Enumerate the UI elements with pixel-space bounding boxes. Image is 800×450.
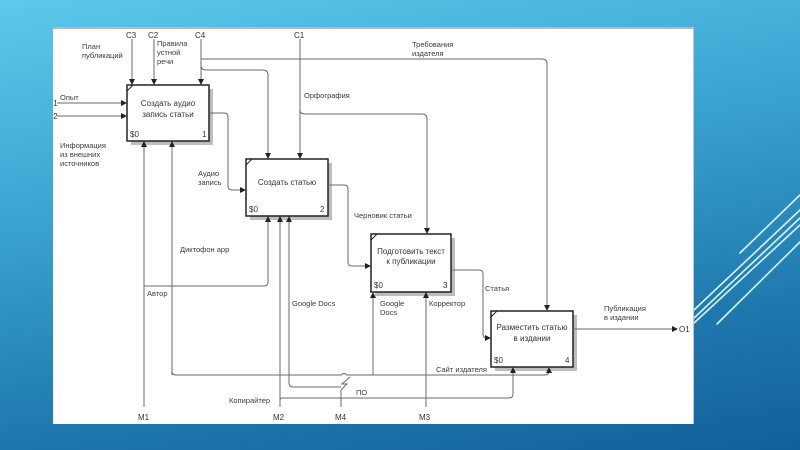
activity-box-2[interactable]: Создать статью $0 2 (245, 158, 332, 220)
tunnel-c3: C3 (126, 31, 137, 40)
label-rules-line2: устной (157, 48, 180, 57)
tunnel-m2: M2 (273, 413, 285, 422)
activity-title-line1: Разместить статью (497, 323, 568, 332)
activity-number: 1 (202, 130, 207, 139)
label-rules-line3: речи (157, 57, 173, 66)
activity-title-line1: Создать аудио (141, 99, 196, 108)
diagram-panel: Создать аудио запись статьи $0 1 Создать… (53, 27, 694, 424)
label-article: Статья (485, 284, 509, 293)
activity-title-line2: к публикации (386, 257, 435, 266)
control-arrow-c4[interactable] (198, 39, 550, 311)
activity-number: 4 (565, 356, 570, 365)
label-publication-line1: Публикация (604, 304, 646, 313)
label-experience: Опыт (60, 93, 79, 102)
flow-audio-recording[interactable] (209, 112, 246, 193)
activity-cost: $0 (494, 356, 503, 365)
flow-draft[interactable] (328, 184, 371, 269)
activity-title-line2: в издании (514, 334, 551, 343)
mechanism-arrow-m2[interactable] (277, 216, 516, 407)
activity-cost: $0 (130, 130, 139, 139)
activity-cost: $0 (374, 281, 383, 290)
label-audio-line2: запись (198, 178, 222, 187)
activity-number: 2 (320, 205, 325, 214)
label-info-line1: Информация (60, 141, 106, 150)
activity-title-line2: запись статьи (142, 110, 193, 119)
tunnel-o1: O1 (679, 325, 690, 334)
label-info-line3: источников (60, 159, 99, 168)
label-rules-line1: Правила (157, 39, 188, 48)
box-corner-icon (245, 158, 253, 166)
box-frame (126, 84, 210, 142)
mechanism-arrow-site[interactable] (169, 141, 552, 376)
activity-title-line1: Подготовить текст (377, 247, 445, 256)
box-frame (490, 310, 574, 368)
label-google-docs-3-line2: Docs (380, 308, 397, 317)
tunnel-c1: C1 (294, 31, 305, 40)
label-publisher-site: Сайт издателя (436, 365, 487, 374)
label-publisher-req-line2: издателя (412, 49, 444, 58)
label-plan-line2: публикаций (82, 51, 123, 60)
label-author: Автор (147, 289, 168, 298)
label-audio-line1: Аудио (198, 169, 219, 178)
label-publisher-req-line1: Требования (412, 40, 453, 49)
label-plan-line1: План (82, 42, 100, 51)
box-frame (245, 158, 329, 217)
label-corrector: Корректор (429, 299, 465, 308)
label-info-line2: из внешних (60, 150, 100, 159)
tunnel-m3: M3 (419, 413, 431, 422)
label-copywriter: Копирайтер (229, 396, 270, 405)
activity-box-1[interactable]: Создать аудио запись статьи $0 1 (126, 84, 213, 145)
tunnel-c4: C4 (195, 31, 206, 40)
activity-box-4[interactable]: Разместить статью в издании $0 4 (490, 310, 577, 371)
label-google-docs: Google Docs (292, 299, 336, 308)
label-draft: Черновик статьи (354, 211, 412, 220)
box-corner-icon (126, 84, 134, 92)
box-corner-icon (490, 310, 498, 318)
control-arrow-c1[interactable] (297, 39, 430, 234)
activity-cost: $0 (249, 205, 258, 214)
label-software: ПО (356, 388, 367, 397)
box-corner-icon (370, 233, 378, 241)
label-dictaphone: Диктофон app (180, 245, 229, 254)
tunnel-i2: I2 (53, 112, 58, 121)
tunnel-i1: I1 (53, 99, 58, 108)
label-spelling: Орфография (304, 91, 350, 100)
box-frame (370, 233, 452, 293)
mechanism-arrow-m1[interactable] (141, 141, 271, 407)
activity-box-3[interactable]: Подготовить текст к публикации $0 3 (370, 233, 455, 296)
activity-title-line1: Создать статью (258, 178, 316, 187)
tunnel-m4: M4 (335, 413, 347, 422)
flow-article[interactable] (451, 269, 491, 341)
label-google-docs-3-line1: Google (380, 299, 404, 308)
tunnel-c2: C2 (148, 31, 159, 40)
diagonal-lines-icon (693, 194, 800, 325)
label-publication-line2: в издании (604, 313, 639, 322)
mechanism-arrow-m4[interactable] (286, 216, 351, 407)
idef0-diagram: Создать аудио запись статьи $0 1 Создать… (53, 31, 690, 422)
activity-number: 3 (443, 281, 448, 290)
tunnel-m1: M1 (138, 413, 150, 422)
